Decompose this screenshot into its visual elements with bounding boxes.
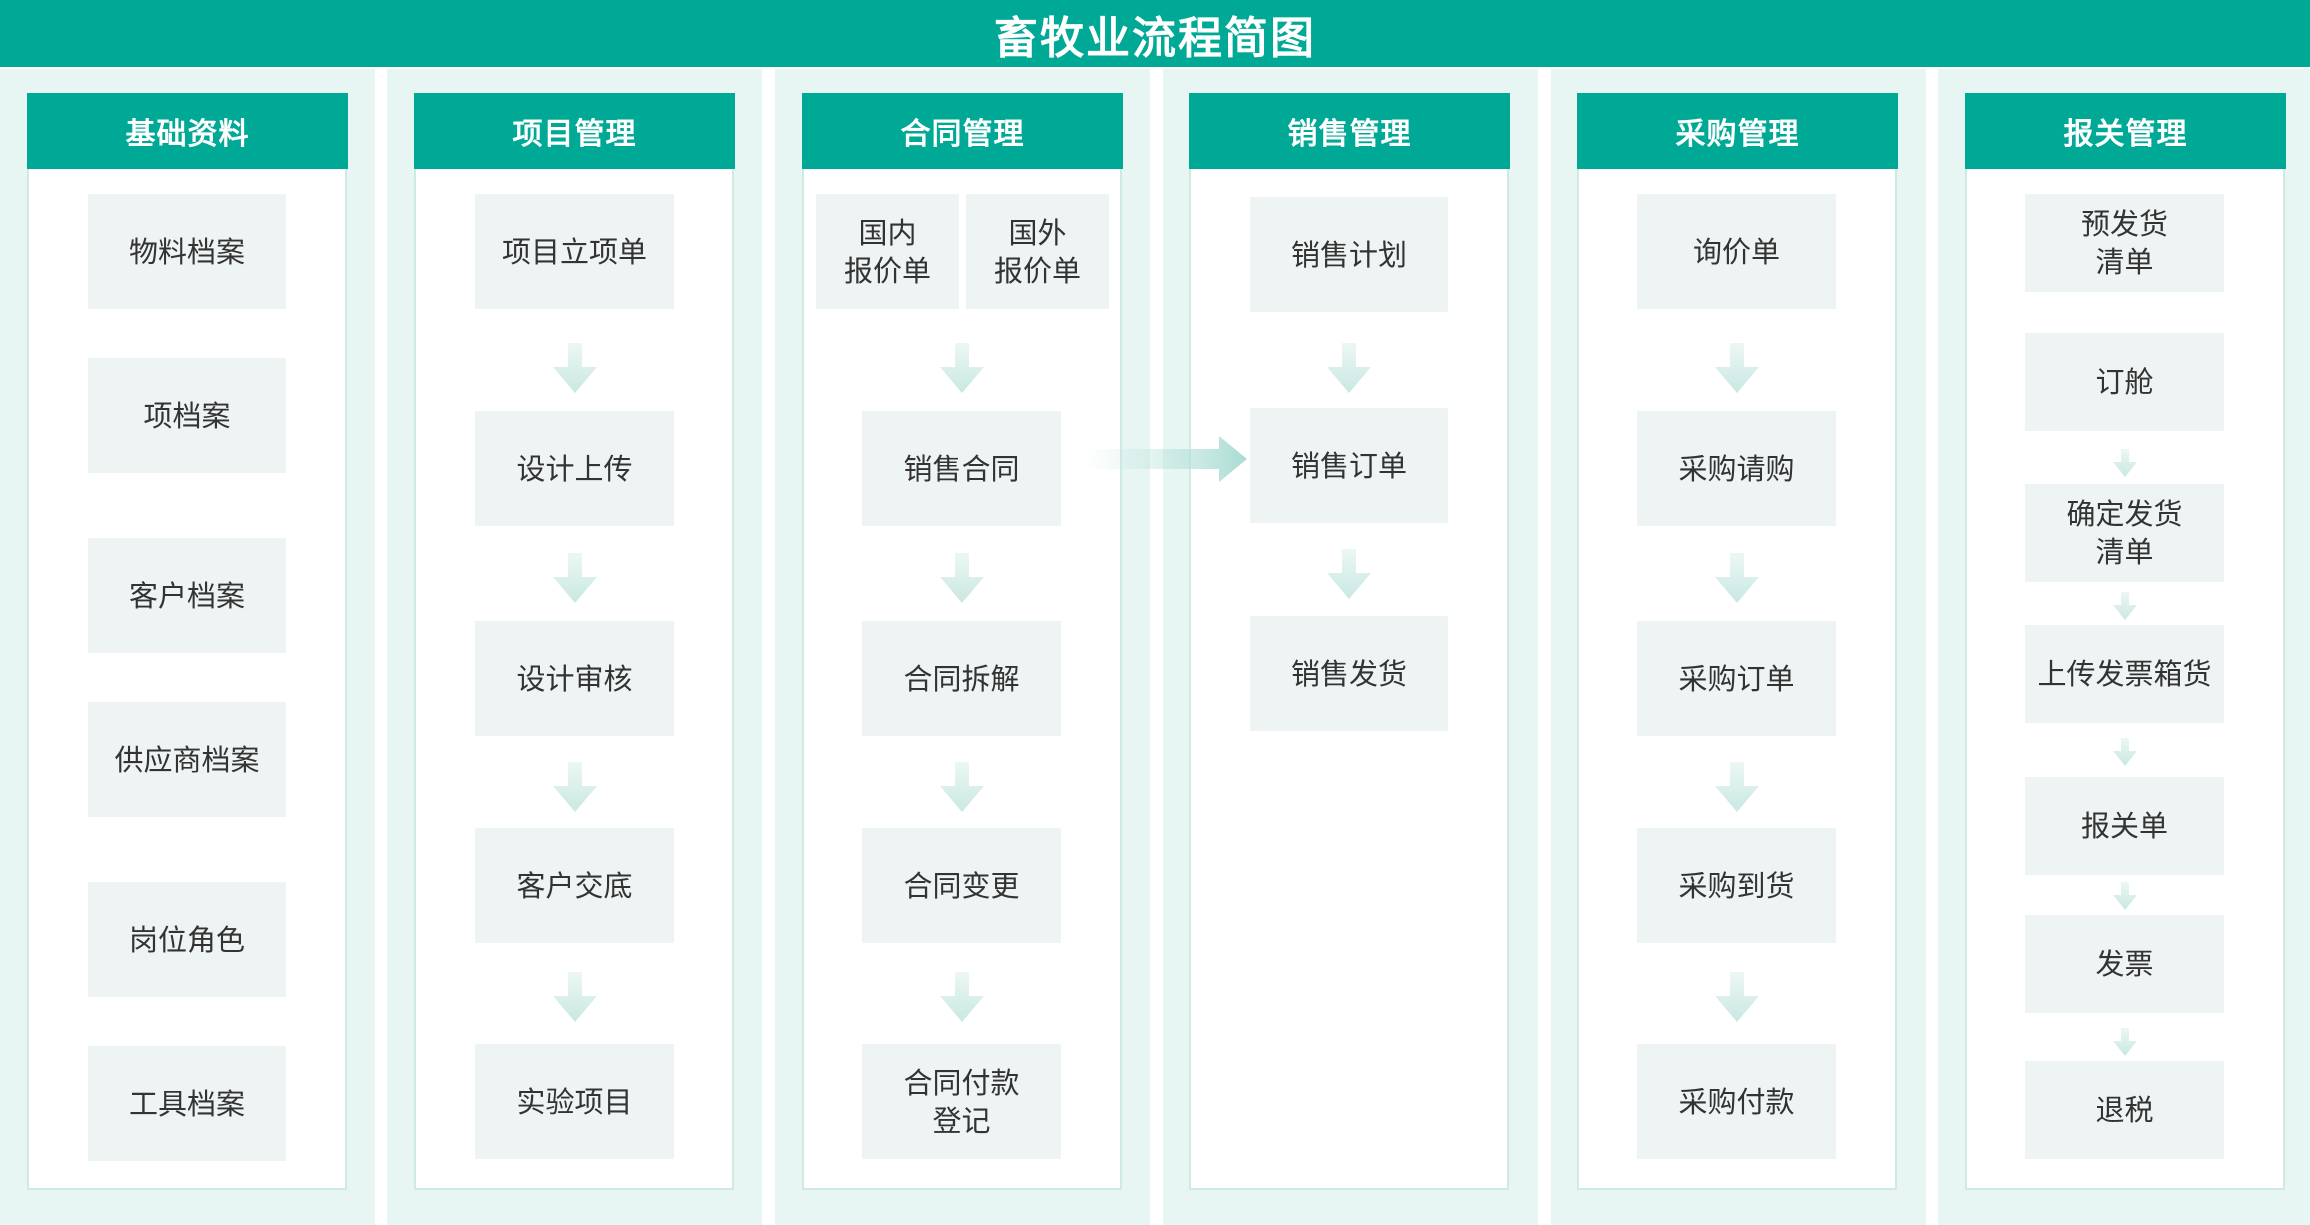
node-purchase-2[interactable]: 采购请购 (1637, 411, 1836, 526)
node-customs-3[interactable]: 确定发货 清单 (2025, 484, 2224, 582)
node-customs-7[interactable]: 退税 (2025, 1061, 2224, 1159)
node-purchase-3[interactable]: 采购订单 (1637, 621, 1836, 736)
node-purchase-5[interactable]: 采购付款 (1637, 1044, 1836, 1159)
arrow-down-icon (940, 762, 984, 812)
arrow-down-icon (2113, 449, 2137, 477)
header-sales: 销售管理 (1189, 93, 1510, 169)
node-sales-2[interactable]: 销售订单 (1250, 408, 1448, 523)
arrow-down-icon (940, 553, 984, 603)
node-project-1[interactable]: 项目立项单 (475, 194, 674, 309)
node-customs-1[interactable]: 预发货 清单 (2025, 194, 2224, 292)
arrow-down-icon (1715, 343, 1759, 393)
node-basic-1[interactable]: 物料档案 (88, 194, 286, 309)
node-sales-3[interactable]: 销售发货 (1250, 616, 1448, 731)
node-customs-2[interactable]: 订舱 (2025, 333, 2224, 431)
header-contract: 合同管理 (802, 93, 1123, 169)
arrow-down-icon (553, 972, 597, 1022)
node-customs-4[interactable]: 上传发票箱货 (2025, 625, 2224, 723)
header-customs: 报关管理 (1965, 93, 2286, 169)
page-title: 畜牧业流程简图 (0, 0, 2310, 67)
node-basic-4[interactable]: 供应商档案 (88, 702, 286, 817)
arrow-down-icon (2113, 1028, 2137, 1056)
node-project-2[interactable]: 设计上传 (475, 411, 674, 526)
node-basic-2[interactable]: 项档案 (88, 358, 286, 473)
arrow-down-icon (940, 972, 984, 1022)
node-basic-5[interactable]: 岗位角色 (88, 882, 286, 997)
node-basic-6[interactable]: 工具档案 (88, 1046, 286, 1161)
node-purchase-1[interactable]: 询价单 (1637, 194, 1836, 309)
node-basic-3[interactable]: 客户档案 (88, 538, 286, 653)
arrow-down-icon (2113, 738, 2137, 766)
arrow-down-icon (1715, 972, 1759, 1022)
node-project-3[interactable]: 设计审核 (475, 621, 674, 736)
arrow-down-icon (553, 343, 597, 393)
arrow-down-icon (553, 553, 597, 603)
arrow-down-icon (1715, 553, 1759, 603)
header-purchase: 采购管理 (1577, 93, 1898, 169)
node-contract-4[interactable]: 合同付款 登记 (862, 1044, 1061, 1159)
arrow-down-icon (1327, 343, 1371, 393)
node-contract-3[interactable]: 合同变更 (862, 828, 1061, 943)
arrow-down-icon (2113, 592, 2137, 620)
arrow-down-icon (940, 343, 984, 393)
node-purchase-4[interactable]: 采购到货 (1637, 828, 1836, 943)
node-contract-1[interactable]: 销售合同 (862, 411, 1061, 526)
node-customs-6[interactable]: 发票 (2025, 915, 2224, 1013)
arrow-down-icon (1327, 549, 1371, 599)
node-project-4[interactable]: 客户交底 (475, 828, 674, 943)
node-contract-foreign-quote[interactable]: 国外 报价单 (966, 194, 1109, 309)
header-basic: 基础资料 (27, 93, 348, 169)
header-project: 项目管理 (414, 93, 735, 169)
node-project-5[interactable]: 实验项目 (475, 1044, 674, 1159)
node-customs-5[interactable]: 报关单 (2025, 777, 2224, 875)
arrow-down-icon (1715, 762, 1759, 812)
node-contract-2[interactable]: 合同拆解 (862, 621, 1061, 736)
arrow-down-icon (2113, 882, 2137, 910)
node-contract-domestic-quote[interactable]: 国内 报价单 (816, 194, 959, 309)
arrow-right-icon (1085, 436, 1247, 482)
node-sales-1[interactable]: 销售计划 (1250, 197, 1448, 312)
arrow-down-icon (553, 762, 597, 812)
